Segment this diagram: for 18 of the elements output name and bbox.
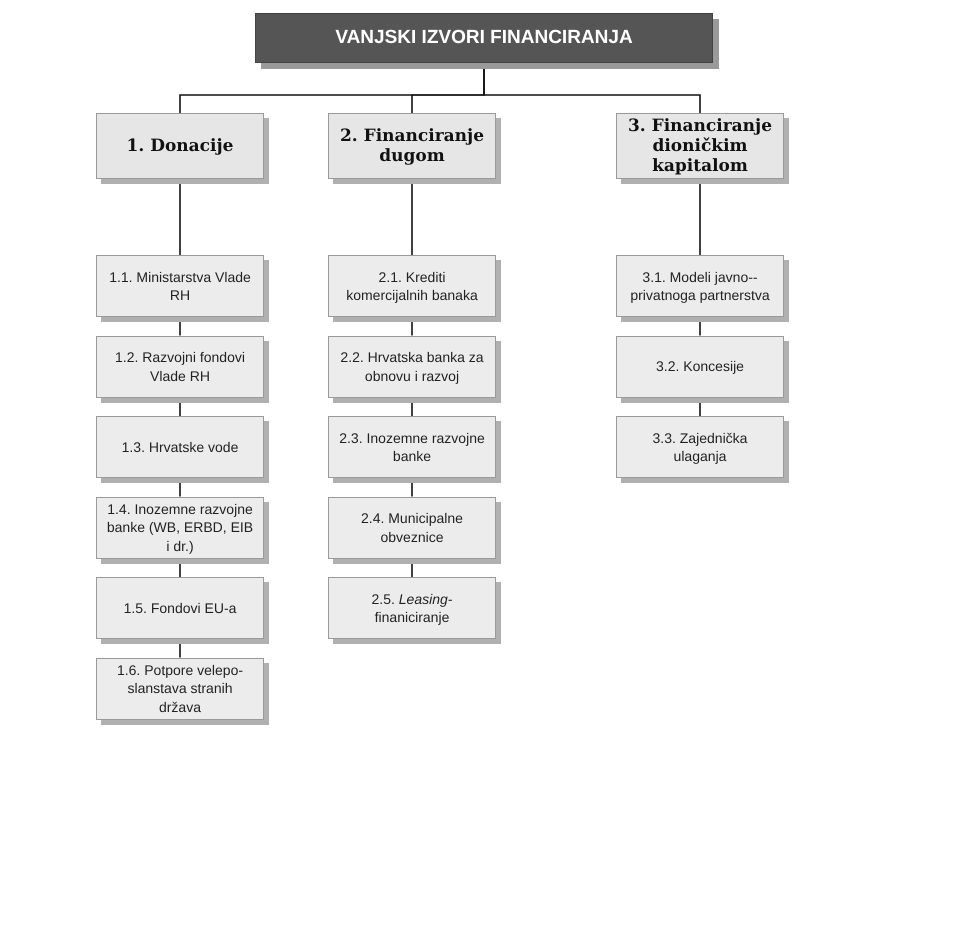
node-label: 2.1. Krediti komercijalnih banaka xyxy=(345,268,479,304)
node-label: 3.1. Modeli javno--privatnoga partnerstva xyxy=(629,268,771,304)
node-label: 1.4. Inozemne razvojne banke (WB, ERBD, EIB i dr.) xyxy=(106,500,254,555)
node-label: 1.6. Potpore velepo-slanstava stranih država xyxy=(116,661,244,716)
node-label: 1.2. Razvojni fondovi Vlade RH xyxy=(114,348,246,385)
node-label: 1.1. Ministarstva Vlade RH xyxy=(108,268,252,304)
node-label: 3. Financiranje dioničkim kapitalom xyxy=(626,116,774,176)
node-label: VANJSKI IZVORI FINANCIRANJA xyxy=(335,27,633,49)
node-label: 3.3. Zajednička ulaganja xyxy=(652,428,748,466)
node-label: 2.5. Leasing-finaniciranje xyxy=(370,590,454,626)
node-label: 2.3. Inozemne razvojne banke xyxy=(338,428,486,466)
node-label: 1.5. Fondovi EU-a xyxy=(124,598,236,618)
node-label: 2.4. Municipalne obveznice xyxy=(360,509,464,546)
node-label: 1. Donacije xyxy=(126,136,234,156)
node-label: 3.2. Koncesije xyxy=(656,357,744,376)
node-label: 2.2. Hrvatska banka za obnovu i razvoj xyxy=(339,348,485,385)
node-label: 2. Financiranje dugom xyxy=(338,126,486,166)
node-label: 1.3. Hrvatske vode xyxy=(122,438,238,456)
